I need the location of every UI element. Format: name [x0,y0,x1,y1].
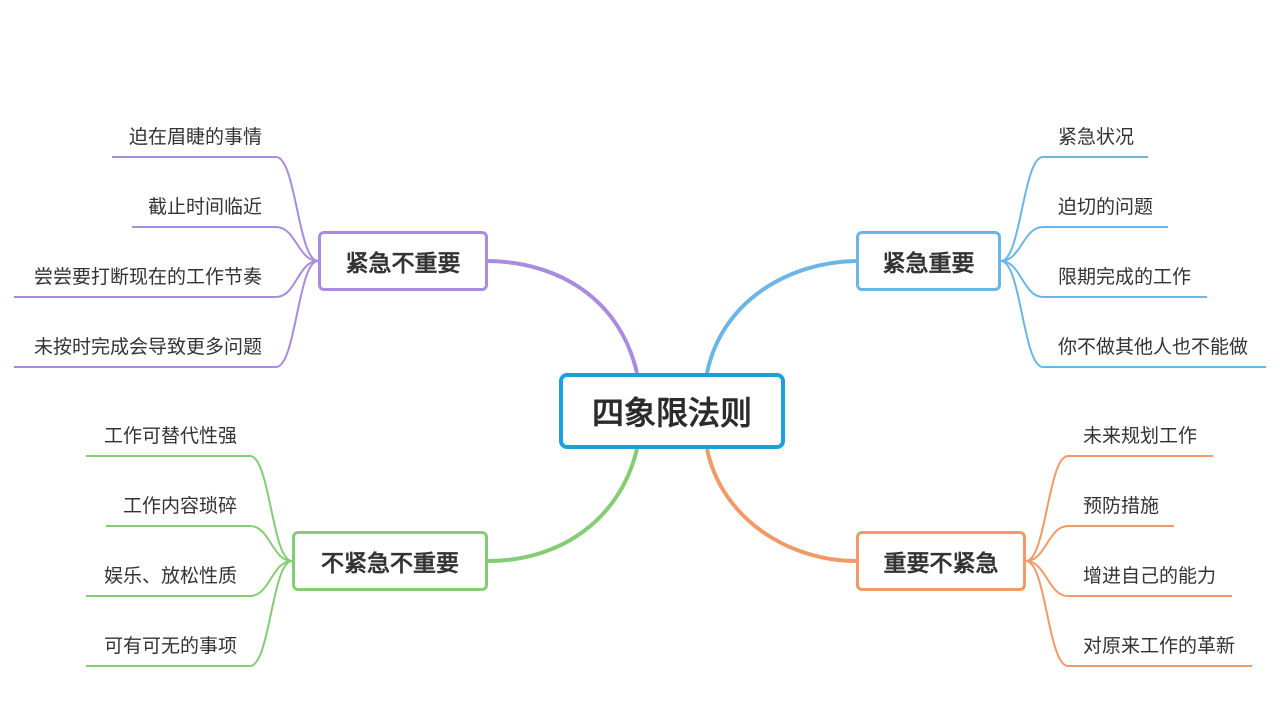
branch-important-not-urgent[interactable]: 重要不紧急 [856,531,1026,591]
leaf-urgent-unimportant-3[interactable]: 尝尝要打断现在的工作节奏 [33,266,262,288]
leaf-line-nn-2 [106,525,293,562]
leaf-line-ui-3 [14,260,319,298]
connector-center-urgent-unimportant [487,259,639,374]
leaf-urgent-unimportant-2[interactable]: 截止时间临近 [147,196,262,218]
leaf-not-urgent-not-important-2[interactable]: 工作内容琐碎 [122,495,237,517]
leaf-line-nn-4 [86,560,293,667]
leaf-line-ui-1 [112,156,319,262]
leaf-line-in-1 [1025,455,1213,562]
leaf-line-in-2 [1025,525,1174,562]
leaf-line-nn-1 [86,455,293,562]
branch-not-urgent-not-important[interactable]: 不紧急不重要 [292,531,488,591]
central-topic[interactable]: 四象限法则 [559,373,785,449]
connector-center-not-urgent-not-important [487,448,639,563]
connector-center-important-not-urgent [705,448,857,563]
leaf-urgent-important-4[interactable]: 你不做其他人也不能做 [1058,336,1249,358]
leaf-line-in-3 [1025,560,1232,597]
leaf-line-ui-2 [132,226,319,262]
leaf-urgent-unimportant-1[interactable]: 迫在眉睫的事情 [128,126,262,148]
leaf-line-in-4 [1025,560,1252,667]
leaf-important-not-urgent-2[interactable]: 预防措施 [1083,495,1160,517]
branch-urgent-important[interactable]: 紧急重要 [856,231,1001,291]
leaf-not-urgent-not-important-1[interactable]: 工作可替代性强 [103,425,237,447]
connector-center-urgent-important [705,259,857,374]
leaf-important-not-urgent-3[interactable]: 增进自己的能力 [1083,565,1217,587]
leaf-urgent-important-2[interactable]: 迫切的问题 [1058,196,1154,218]
branch-urgent-unimportant[interactable]: 紧急不重要 [318,231,488,291]
leaf-line-ur-1 [1000,156,1148,262]
leaf-line-nn-3 [86,560,293,597]
leaf-line-ur-2 [1000,226,1168,262]
leaf-line-ui-4 [14,260,319,368]
leaf-not-urgent-not-important-3[interactable]: 娱乐、放松性质 [103,565,237,587]
leaf-urgent-important-3[interactable]: 限期完成的工作 [1058,266,1192,288]
leaf-not-urgent-not-important-4[interactable]: 可有可无的事项 [103,635,237,657]
leaf-line-ur-4 [1000,260,1266,368]
leaf-line-ur-3 [1000,260,1207,298]
leaf-urgent-important-1[interactable]: 紧急状况 [1058,126,1135,148]
leaf-important-not-urgent-4[interactable]: 对原来工作的革新 [1083,635,1236,657]
leaf-urgent-unimportant-4[interactable]: 未按时完成会导致更多问题 [33,336,262,358]
leaf-important-not-urgent-1[interactable]: 未来规划工作 [1083,425,1198,447]
